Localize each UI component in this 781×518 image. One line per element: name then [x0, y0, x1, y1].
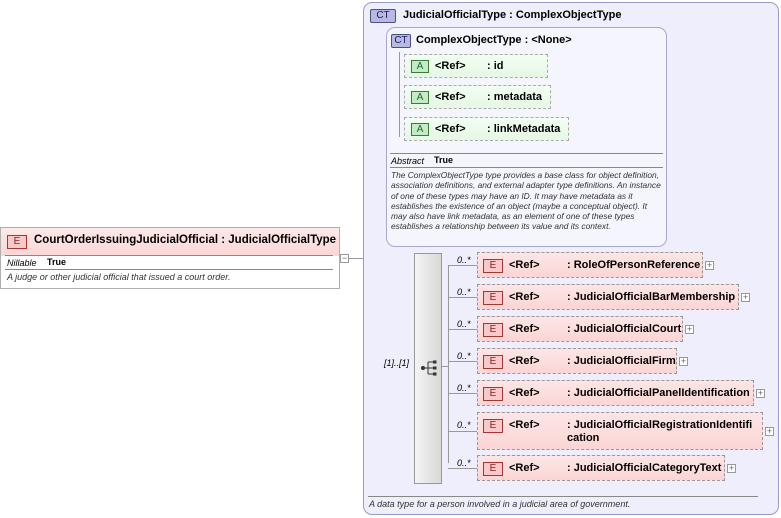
element-badge-icon: E: [7, 235, 27, 249]
element-ref: <Ref>: [509, 387, 540, 399]
element-badge-icon: E: [483, 462, 503, 476]
divider: [368, 496, 758, 497]
element-type: : JudicialOfficialCategoryText: [567, 462, 722, 474]
connector-line: [448, 297, 477, 298]
connector-line: [448, 265, 449, 463]
element-badge-icon: E: [483, 323, 503, 337]
attribute-type: : linkMetadata: [487, 123, 561, 135]
connector-line: [349, 258, 374, 259]
outer-type-title: JudicialOfficialType : ComplexObjectType: [403, 9, 621, 21]
complex-type-icon: CT: [391, 34, 411, 48]
element-type: : JudicialOfficialCourt: [567, 323, 682, 335]
connector-line: [448, 329, 477, 330]
expand-toggle-icon[interactable]: +: [705, 260, 714, 270]
attribute-id[interactable]: A <Ref> : id: [404, 54, 548, 78]
attribute-link-metadata[interactable]: A <Ref> : linkMetadata: [404, 117, 569, 141]
attribute-ref: <Ref>: [435, 91, 466, 103]
sequence-cardinality: [1]..[1]: [384, 358, 410, 368]
divider: [390, 153, 663, 154]
root-element-title: CourtOrderIssuingJudicialOfficial : Judi…: [34, 234, 336, 246]
abstract-value: True: [434, 155, 454, 165]
element-ref: <Ref>: [509, 419, 540, 431]
root-element-type: JudicialOfficialType: [228, 234, 337, 246]
inner-type-description: The ComplexObjectType type provides a ba…: [391, 170, 661, 232]
collapse-toggle-icon[interactable]: −: [340, 253, 349, 263]
attribute-badge-icon: A: [411, 60, 429, 73]
element-badge-icon: E: [483, 259, 503, 273]
connector-line: [448, 431, 477, 432]
attribute-ref: <Ref>: [435, 123, 466, 135]
type-separator: :: [506, 9, 516, 21]
sequence-compositor-icon: [421, 360, 437, 376]
type-separator: :: [218, 234, 229, 246]
element-role-of-person-reference[interactable]: E <Ref> : RoleOfPersonReference: [477, 252, 703, 278]
element-ref: <Ref>: [509, 291, 540, 303]
expand-toggle-icon[interactable]: +: [679, 356, 688, 366]
element-type: : JudicialOfficialFirm: [567, 355, 676, 367]
connector-line: [399, 52, 400, 137]
element-judicial-official-category-text[interactable]: E <Ref> : JudicialOfficialCategoryText: [477, 455, 725, 481]
attribute-badge-icon: A: [411, 91, 429, 104]
element-judicial-official-panel-identification[interactable]: E <Ref> : JudicialOfficialPanelIdentific…: [477, 380, 754, 406]
inner-type-title: ComplexObjectType : <None>: [416, 34, 572, 46]
element-type: : RoleOfPersonReference: [567, 259, 701, 271]
outer-type-name: JudicialOfficialType: [403, 9, 507, 21]
expand-toggle-icon[interactable]: +: [741, 292, 750, 302]
connector-line: [442, 366, 448, 367]
element-ref: <Ref>: [509, 323, 540, 335]
element-type: : JudicialOfficialRegistrationIdentifica…: [567, 419, 753, 444]
element-judicial-official-registration-identification[interactable]: E <Ref> : JudicialOfficialRegistrationId…: [477, 412, 763, 450]
divider: [5, 255, 333, 256]
root-element-name: CourtOrderIssuingJudicialOfficial: [34, 234, 219, 246]
expand-toggle-icon[interactable]: +: [756, 388, 765, 398]
element-ref: <Ref>: [509, 462, 540, 474]
element-badge-icon: E: [483, 387, 503, 401]
complex-type-icon: CT: [370, 9, 396, 23]
element-ref: <Ref>: [509, 355, 540, 367]
element-cardinality: 0..*: [457, 319, 471, 329]
element-cardinality: 0..*: [457, 420, 471, 430]
nillable-label: Nillable: [7, 258, 37, 268]
attribute-metadata[interactable]: A <Ref> : metadata: [404, 85, 551, 109]
attribute-ref: <Ref>: [435, 60, 466, 72]
element-badge-icon: E: [483, 355, 503, 369]
abstract-label: Abstract: [391, 156, 425, 166]
element-cardinality: 0..*: [457, 383, 471, 393]
attribute-type: : id: [487, 60, 504, 72]
element-badge-icon: E: [483, 291, 503, 305]
outer-type-base: ComplexObjectType: [515, 9, 622, 21]
sequence-compositor[interactable]: [414, 253, 442, 484]
root-element-box[interactable]: E CourtOrderIssuingJudicialOfficial : Ju…: [0, 227, 340, 289]
connector-line: [448, 468, 477, 469]
expand-toggle-icon[interactable]: +: [727, 463, 736, 473]
element-cardinality: 0..*: [457, 351, 471, 361]
element-judicial-official-court[interactable]: E <Ref> : JudicialOfficialCourt: [477, 316, 683, 342]
attribute-type: : metadata: [487, 91, 543, 103]
element-badge-icon: E: [483, 419, 503, 433]
inner-complex-type-box[interactable]: CT ComplexObjectType : <None> A <Ref> : …: [386, 27, 667, 247]
inner-type-base: <None>: [531, 34, 572, 46]
element-cardinality: 0..*: [457, 458, 471, 468]
element-ref: <Ref>: [509, 259, 540, 271]
root-element-header: [1, 228, 339, 256]
inner-type-name: ComplexObjectType: [416, 34, 522, 46]
connector-line: [448, 265, 477, 266]
type-separator: :: [521, 34, 532, 46]
divider: [5, 269, 333, 270]
connector-line: [448, 361, 477, 362]
nillable-value: True: [47, 257, 67, 267]
element-judicial-official-firm[interactable]: E <Ref> : JudicialOfficialFirm: [477, 348, 677, 374]
divider: [390, 167, 663, 168]
expand-toggle-icon[interactable]: +: [685, 324, 694, 334]
element-cardinality: 0..*: [457, 255, 471, 265]
outer-type-description: A data type for a person involved in a j…: [369, 499, 631, 509]
element-cardinality: 0..*: [457, 287, 471, 297]
connector-line: [448, 393, 477, 394]
element-type: : JudicialOfficialBarMembership: [567, 291, 736, 303]
element-type: : JudicialOfficialPanelIdentification: [567, 387, 750, 399]
attribute-badge-icon: A: [411, 123, 429, 136]
element-judicial-official-bar-membership[interactable]: E <Ref> : JudicialOfficialBarMembership: [477, 284, 739, 310]
expand-toggle-icon[interactable]: +: [765, 426, 774, 436]
root-element-description: A judge or other judicial official that …: [7, 272, 231, 282]
